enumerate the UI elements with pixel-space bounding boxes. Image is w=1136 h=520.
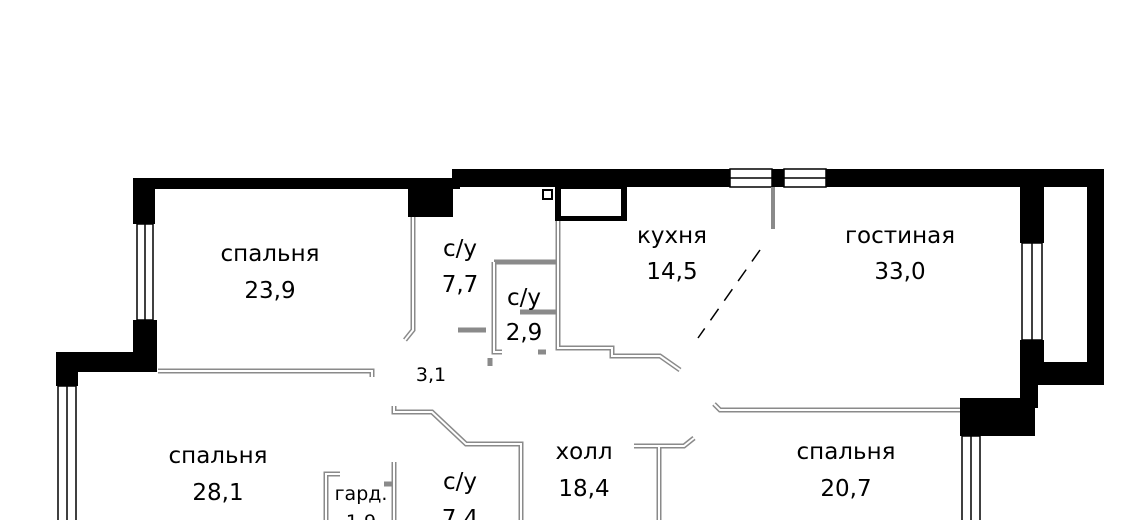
partition-bath3-top [391,406,524,520]
room-bedroom1-area: 23,9 [244,278,295,304]
wall-top-mid [452,169,730,187]
wall-left-step [56,352,156,372]
room-hall-area: 18,4 [558,476,609,502]
wall-pillar [408,189,453,217]
room-bath2-name: с/у [507,285,541,311]
room-bedroom2-name: спальня [169,443,268,469]
window-top-divider [772,169,784,187]
room-kitchen-area: 14,5 [646,259,697,285]
room-kitchen-name: кухня [637,223,707,249]
wall-right-inner [1020,183,1044,243]
partition-inner [158,217,960,520]
room-hall-name: холл [555,439,612,465]
room-bedroom1-name: спальня [221,241,320,267]
room-bath1-name: с/у [443,236,477,262]
room-corridor-area: 3,1 [416,364,446,386]
wall-left-step2 [56,352,78,386]
kitchen-unit-inner [561,189,621,216]
room-bath2-area: 2,9 [506,320,543,346]
room-living-name: гостиная [845,223,955,249]
room-bedroom2-area: 28,1 [192,480,243,506]
room-bedroom3-area: 20,7 [820,476,871,502]
wall-left-upper-top [133,178,155,224]
room-bedroom3-name: спальня [797,439,896,465]
room-bath1-area: 7,7 [442,272,479,298]
room-wardrobe-name: гард. [335,483,388,505]
wall-step-right2 [1020,378,1038,408]
partition-bath2-left [491,262,502,355]
room-wardrobe-area: 1,9 [346,511,376,520]
partition-bath1-left [403,217,416,342]
kitchen-living-divider [697,249,761,339]
room-living-area: 33,0 [874,259,925,285]
kitchen-partition-stub [771,187,775,229]
wall-top-right [826,169,1104,187]
room-bath3-name: с/у [443,469,477,495]
wall-right-bottom [1020,362,1104,385]
vent-box [542,189,553,200]
room-labels: спальня 23,9 с/у 7,7 с/у 2,9 кухня 14,5 … [169,223,956,520]
wall-right-outer [1087,169,1104,385]
room-bath3-area: 7,4 [442,506,479,520]
wall-top-left [133,178,455,189]
